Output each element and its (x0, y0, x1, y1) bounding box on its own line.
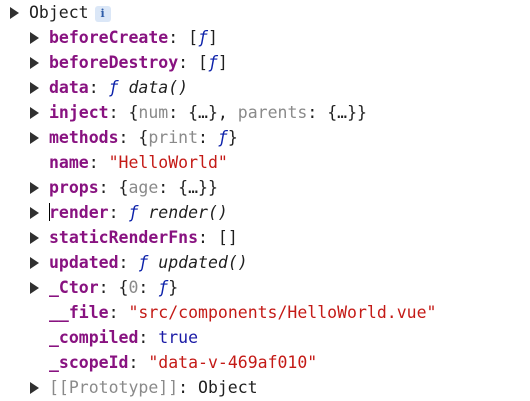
property-value-part: : (138, 328, 159, 347)
property-key: methods (49, 128, 119, 147)
property-value-part: } (227, 128, 238, 147)
property-value-part: ƒ (198, 28, 208, 47)
expand-triangle-icon[interactable] (30, 232, 39, 244)
property-row-methods[interactable]: methods: {print: ƒ} (30, 125, 238, 150)
property-key: _compiled (49, 328, 139, 347)
property-value-part: : (178, 53, 199, 72)
info-icon[interactable]: i (94, 6, 111, 22)
expand-triangle-icon[interactable] (30, 132, 39, 144)
expand-triangle-icon[interactable] (30, 282, 39, 294)
prototype-row[interactable]: [[Prototype]]: Object (30, 375, 258, 400)
property-value-part: : [] (198, 228, 238, 247)
property-row-props[interactable]: props: {age: {…}} (30, 175, 218, 200)
property-value-part: ƒ (138, 253, 159, 272)
property-value-part: : (138, 278, 159, 297)
property-row-scopeid: _scopeId: "data-v-469af010" (30, 350, 317, 375)
property-row-name: name: "HelloWorld" (30, 150, 228, 175)
property-key: props (49, 178, 99, 197)
property-value-part: true (158, 328, 199, 347)
property-key: updated (49, 253, 119, 272)
property-value-part: 0 (128, 278, 139, 297)
property-value-part: : {…}} (307, 103, 367, 122)
property-value-part: ƒ (217, 128, 228, 147)
property-key: data (49, 78, 89, 97)
property-row-compiled: _compiled: true (30, 325, 198, 350)
expand-triangle-icon[interactable] (30, 207, 39, 219)
property-row-inject[interactable]: inject: {num: {…}, parents: {…}} (30, 100, 367, 125)
property-value-part: : (88, 78, 109, 97)
expand-triangle-icon[interactable] (30, 57, 39, 69)
root-object-label: Object (29, 3, 89, 22)
property-value-part: ƒ (108, 78, 129, 97)
property-key: inject (49, 103, 109, 122)
property-value-part: : { (98, 278, 129, 297)
property-value-part: : (108, 303, 129, 322)
property-value-part: age (128, 178, 159, 197)
property-value-part: ƒ (207, 53, 218, 72)
expand-triangle-icon[interactable] (30, 257, 39, 269)
expand-triangle-icon[interactable] (30, 182, 39, 194)
prototype-key: [[Prototype]] (49, 378, 179, 397)
property-value-part: [ (198, 53, 208, 72)
property-value-part: } (168, 278, 179, 297)
property-row-render[interactable]: render: ƒ render() (30, 200, 228, 225)
property-key: name (49, 153, 89, 172)
property-key: beforeDestroy (49, 53, 179, 72)
property-value-part: ƒ (158, 278, 169, 297)
property-key: staticRenderFns (49, 228, 199, 247)
property-row-ctor[interactable]: _Ctor: {0: ƒ} (30, 275, 178, 300)
property-key: __file (49, 303, 109, 322)
property-value-part: : {…}} (158, 178, 218, 197)
property-row-beforedestroy[interactable]: beforeDestroy: [ƒ] (30, 50, 228, 75)
property-value-part: data() (128, 78, 189, 97)
prototype-value: : Object (178, 378, 258, 397)
property-value-part: "src/components/HelloWorld.vue" (128, 303, 437, 322)
expand-triangle-icon[interactable] (30, 82, 39, 94)
property-key: _scopeId (49, 353, 129, 372)
property-value-part: ] (207, 28, 218, 47)
property-value-part: : (118, 253, 139, 272)
text-cursor (49, 203, 50, 221)
property-value-part: ƒ (128, 203, 149, 222)
property-key: beforeCreate (49, 28, 169, 47)
property-value-part: ] (217, 53, 228, 72)
expand-triangle-icon[interactable] (10, 7, 19, 19)
property-row-staticrenderfns[interactable]: staticRenderFns: [] (30, 225, 238, 250)
expand-triangle-icon[interactable] (30, 382, 39, 394)
property-value-part: : (128, 353, 149, 372)
property-value-part: parents (237, 103, 308, 122)
property-row-file: __file: "src/components/HelloWorld.vue" (30, 300, 436, 325)
property-value-part: num (138, 103, 169, 122)
property-value-part: : (88, 153, 109, 172)
property-value-part: : { (118, 128, 149, 147)
property-row-updated[interactable]: updated: ƒ updated() (30, 250, 248, 275)
property-value-part: : (108, 203, 129, 222)
property-value-part: "HelloWorld" (108, 153, 228, 172)
property-key: render (49, 203, 109, 222)
property-value-part: : {…}, (168, 103, 238, 122)
property-value-part: : (168, 28, 189, 47)
expand-triangle-icon[interactable] (30, 32, 39, 44)
property-key: _Ctor (49, 278, 99, 297)
property-value-part: render() (148, 203, 228, 222)
expand-triangle-icon[interactable] (30, 107, 39, 119)
property-row-beforecreate[interactable]: beforeCreate: [ƒ] (30, 25, 218, 50)
property-value-part: : { (98, 178, 129, 197)
property-value-part: : (198, 128, 218, 147)
property-value-part: "data-v-469af010" (148, 353, 318, 372)
property-row-data[interactable]: data: ƒ data() (30, 75, 188, 100)
property-value-part: : { (108, 103, 139, 122)
property-value-part: [ (188, 28, 199, 47)
property-value-part: updated() (158, 253, 248, 272)
property-value-part: print (148, 128, 199, 147)
